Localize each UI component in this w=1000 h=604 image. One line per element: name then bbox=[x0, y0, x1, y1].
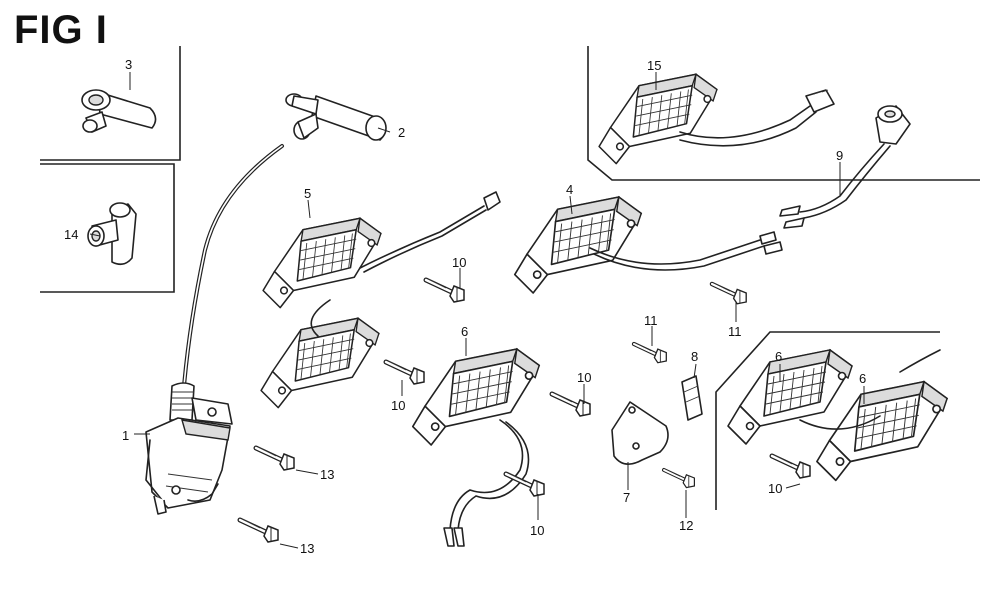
bolt-icon bbox=[386, 361, 424, 384]
callout-7: 7 bbox=[623, 490, 630, 505]
spark-plug-cap-icon bbox=[87, 202, 137, 266]
callout-15: 15 bbox=[647, 58, 661, 73]
inset-frame-left bbox=[40, 46, 181, 293]
callout-1: 1 bbox=[122, 428, 129, 443]
callout-4: 4 bbox=[566, 182, 573, 197]
inset-frame-top-right bbox=[587, 46, 980, 181]
callout-10-d: 10 bbox=[530, 523, 544, 538]
callout-10-c: 10 bbox=[577, 370, 591, 385]
bolt-icon bbox=[256, 447, 294, 470]
charge-coil-icon bbox=[411, 348, 541, 547]
callout-12: 12 bbox=[679, 518, 693, 533]
spark-plug-cap-icon bbox=[81, 89, 157, 133]
connector-icon bbox=[681, 375, 703, 421]
charge-coil-icon bbox=[799, 349, 948, 482]
callout-6-center: 6 bbox=[461, 324, 468, 339]
leader-lines bbox=[89, 72, 865, 549]
bolt-icon bbox=[426, 279, 464, 302]
callout-10-e: 10 bbox=[768, 481, 782, 496]
callout-11-a: 11 bbox=[644, 313, 658, 328]
figure-title: FIG I bbox=[14, 8, 108, 52]
callout-13-b: 13 bbox=[300, 541, 314, 556]
bolt-icon bbox=[240, 519, 278, 542]
callout-13-a: 13 bbox=[320, 467, 334, 482]
callout-5: 5 bbox=[304, 186, 311, 201]
callout-6-inset-left: 6 bbox=[775, 349, 782, 364]
callout-10-b: 10 bbox=[391, 398, 405, 413]
bolt-icon bbox=[634, 343, 666, 363]
charge-coil-icon bbox=[513, 196, 783, 294]
wire-harness-icon bbox=[779, 105, 911, 229]
callout-3: 3 bbox=[125, 57, 132, 72]
charge-coil-icon bbox=[727, 349, 853, 445]
bolt-icon bbox=[664, 469, 694, 487]
callout-6-inset-right: 6 bbox=[859, 371, 866, 386]
callout-11-b: 11 bbox=[728, 324, 742, 339]
callout-10-a: 10 bbox=[452, 255, 466, 270]
callout-14: 14 bbox=[64, 227, 78, 242]
callout-2: 2 bbox=[398, 125, 405, 140]
inset-frame-bottom-right bbox=[715, 331, 940, 510]
charge-coil-icon bbox=[260, 299, 380, 409]
callout-9: 9 bbox=[836, 148, 843, 163]
ignition-coil-icon bbox=[145, 144, 284, 515]
callout-8: 8 bbox=[691, 349, 698, 364]
bolt-icon bbox=[772, 455, 810, 478]
bolt-icon bbox=[712, 283, 746, 304]
spark-plug-cap-icon bbox=[285, 93, 387, 141]
charge-coil-icon bbox=[262, 191, 501, 309]
bracket-icon bbox=[611, 401, 669, 465]
charge-coil-icon bbox=[598, 73, 835, 165]
